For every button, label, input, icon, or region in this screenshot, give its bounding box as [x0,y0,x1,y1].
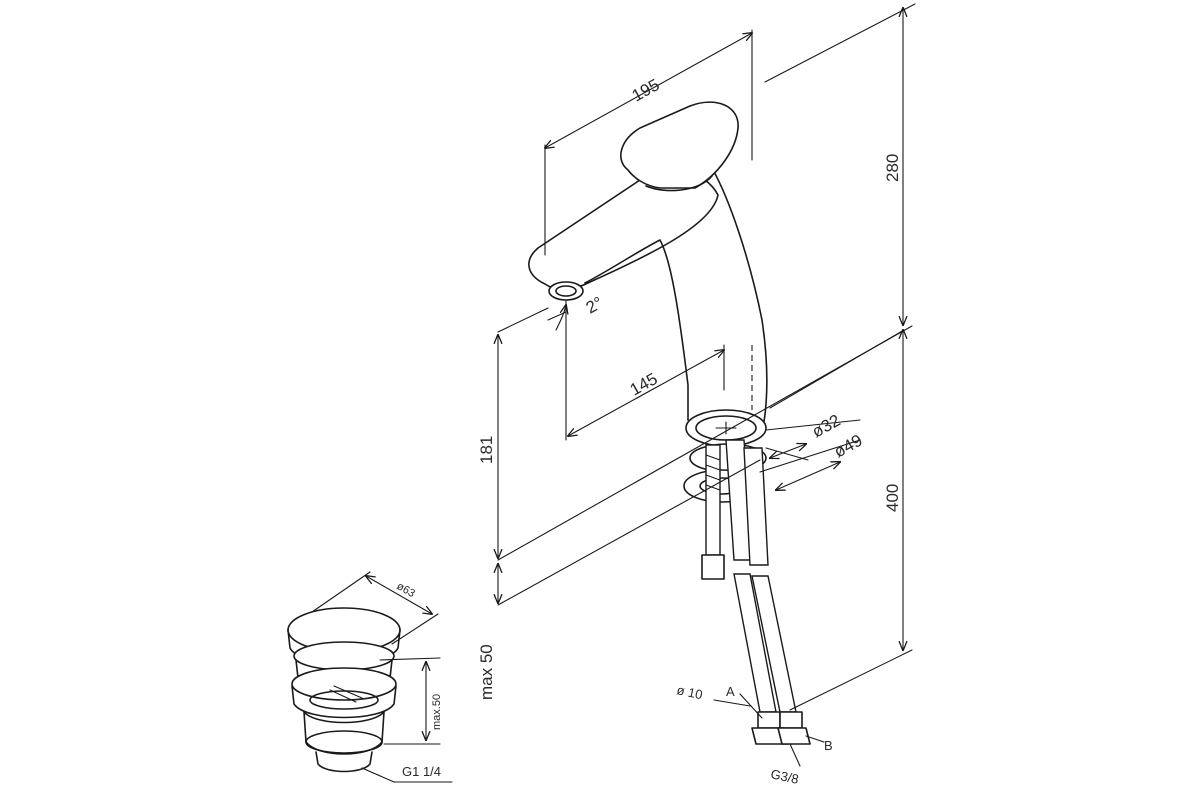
drain-dim-max-height: max.50 [431,694,443,730]
threaded-stud [705,444,721,556]
aerator [548,281,584,301]
dim-spout-height: 181 [477,436,496,464]
dim-spout-reach: 195 [629,75,663,105]
drain-dim-cap-diameter: ø63 [395,580,417,600]
faucet-neck-back [711,167,768,423]
hose-b-upper [743,447,769,566]
dim-max-counter: max 50 [477,644,496,700]
dim-total-height: 280 [883,154,902,182]
faucet-neck [584,239,689,421]
faucet-spout [528,169,719,290]
dim-spout-projection: 145 [627,369,661,399]
dim-hose-thread: G3/8 [769,766,800,787]
dim-hose-diameter: ø 10 [675,682,704,702]
drain-dim-thread: G1 1/4 [402,764,441,779]
drain-dimension-lines [311,571,453,783]
supply-hoses [701,439,811,745]
drain-flange [291,667,397,701]
dimension-lines [498,3,916,767]
stud-nut [701,554,725,580]
dim-base-diameter: ø32 [809,411,844,442]
dim-spout-angle: 2° [583,293,606,318]
label-hose-b: B [824,738,833,753]
label-hose-a: A [726,684,735,699]
dim-flange-diameter: ø49 [831,431,866,462]
hose-nut-b [777,727,811,745]
drain-assembly [287,607,401,773]
lever-handle [620,101,739,189]
dim-overall-length: 400 [883,484,902,512]
